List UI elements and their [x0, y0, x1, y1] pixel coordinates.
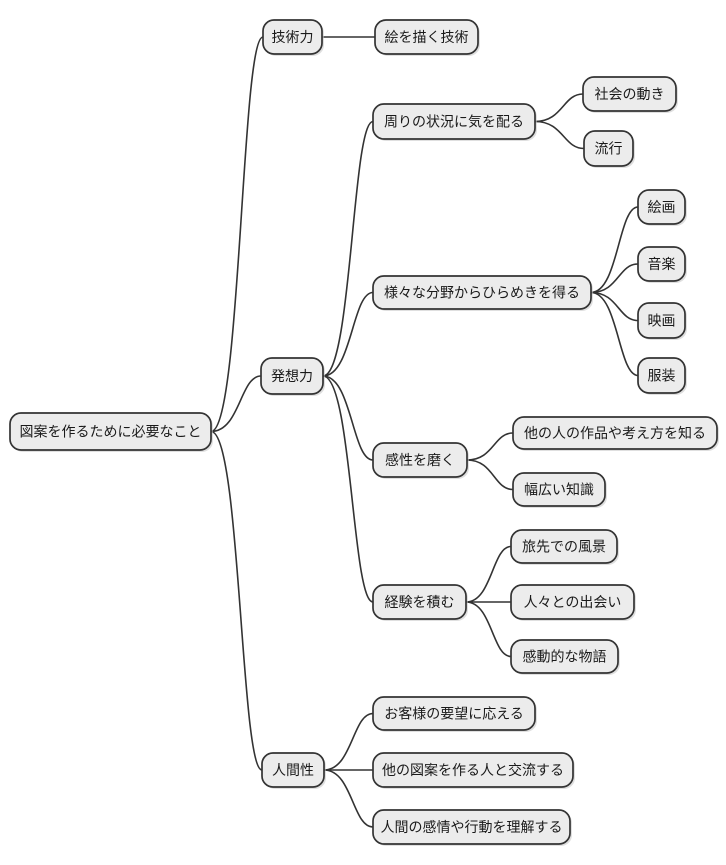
node-label: 感動的な物語: [523, 649, 607, 666]
node-label: 旅先での風景: [522, 540, 606, 556]
node-box: [374, 19, 479, 55]
node-label: 人間性: [272, 763, 314, 779]
mindmap-node-travel_scenery[interactable]: 旅先での風景: [510, 529, 619, 565]
mindmap-node-fashion[interactable]: 服装: [637, 357, 687, 395]
node-box: [510, 529, 618, 564]
node-box: [260, 357, 324, 395]
node-label: 絵を描く技術: [385, 30, 469, 46]
mindmap-node-sensitivity[interactable]: 感性を磨く: [372, 442, 469, 479]
edge-fields-fashion: [590, 291, 639, 377]
mindmap-node-trend[interactable]: 流行: [583, 130, 635, 168]
edge-surroundings-society: [534, 93, 584, 123]
mindmap-node-root[interactable]: 図案を作るために必要なこと: [9, 412, 213, 452]
node-box: [372, 584, 467, 620]
mindmap-node-experience[interactable]: 経験を積む: [372, 584, 468, 621]
edge-humanity-understand_emotions: [323, 769, 374, 828]
edge-experience-travel_scenery: [465, 545, 512, 603]
node-label: 図案を作るために必要なこと: [20, 424, 202, 441]
edge-experience-moving_stories: [465, 601, 512, 658]
node-box: [637, 302, 686, 339]
node-label: 絵画: [648, 200, 676, 216]
edge-fields-painting: [590, 206, 639, 294]
node-box: [372, 696, 536, 731]
mindmap-node-society[interactable]: 社会の動き: [582, 76, 678, 113]
node-label: 他の人の作品や考え方を知る: [524, 425, 706, 442]
node-box: [637, 357, 686, 394]
node-label: 映画: [648, 314, 676, 330]
node-label: 技術力: [272, 30, 314, 46]
node-box: [510, 584, 635, 620]
node-label: 服装: [648, 369, 676, 385]
mindmap-node-customer_requests[interactable]: お客様の要望に応える: [372, 696, 537, 732]
edge-sensitivity-broad_knowledge: [466, 459, 514, 491]
node-box: [512, 472, 606, 507]
edge-root-humanity: [210, 430, 263, 771]
node-label: 周りの状況に気を配る: [384, 115, 524, 131]
mindmap-node-surroundings[interactable]: 周りの状況に気を配る: [372, 103, 537, 141]
node-label: 流行: [595, 142, 623, 158]
mindmap-node-humanity[interactable]: 人間性: [261, 752, 326, 789]
edge-idea-sensitivity: [322, 375, 374, 461]
mindmap-node-fields[interactable]: 様々な分野からひらめきを得る: [372, 275, 593, 311]
node-box: [372, 275, 592, 310]
node-box: [261, 752, 325, 788]
node-box: [262, 19, 323, 55]
node-label: 幅広い知識: [524, 482, 594, 499]
node-box: [372, 442, 468, 478]
edge-fields-movie: [590, 291, 639, 322]
node-box: [512, 416, 718, 450]
node-label: 発想力: [271, 369, 313, 385]
mindmap-node-others_works[interactable]: 他の人の作品や考え方を知る: [512, 416, 719, 451]
edge-root-tech: [210, 36, 264, 433]
node-box: [510, 639, 619, 674]
mindmap-node-drawing_skill[interactable]: 絵を描く技術: [374, 19, 480, 56]
node-box: [9, 412, 212, 451]
node-label: 他の図案を作る人と交流する: [382, 762, 564, 779]
edge-root-idea: [210, 375, 262, 433]
node-label: 経験を積む: [385, 595, 455, 611]
mindmap-node-broad_knowledge[interactable]: 幅広い知識: [512, 472, 607, 508]
node-box: [582, 76, 677, 112]
mindmap-node-exchange_designers[interactable]: 他の図案を作る人と交流する: [372, 752, 575, 789]
edge-idea-experience: [322, 375, 374, 603]
mindmap-node-tech[interactable]: 技術力: [262, 19, 324, 56]
edge-idea-fields: [322, 291, 374, 377]
node-box: [372, 752, 574, 788]
node-box: [637, 246, 686, 282]
node-box: [583, 130, 634, 167]
edge-surroundings-trend: [534, 120, 585, 150]
node-box: [372, 809, 571, 845]
mindmap-node-music[interactable]: 音楽: [637, 246, 687, 283]
node-label: 音楽: [648, 256, 676, 273]
node-label: お客様の要望に応える: [384, 706, 524, 723]
node-label: 感性を磨く: [385, 452, 455, 469]
edge-fields-music: [590, 263, 639, 294]
mindmap-node-idea[interactable]: 発想力: [260, 357, 325, 396]
node-label: 様々な分野からひらめきを得る: [384, 285, 580, 302]
mindmap-node-encounters[interactable]: 人々との出会い: [510, 584, 636, 621]
node-box: [637, 189, 686, 225]
edge-humanity-customer_requests: [323, 712, 374, 771]
node-label: 社会の動き: [595, 87, 665, 103]
edge-idea-surroundings: [322, 120, 374, 377]
mindmap-node-movie[interactable]: 映画: [637, 302, 687, 340]
node-label: 人々との出会い: [524, 595, 622, 611]
mindmap-node-painting[interactable]: 絵画: [637, 189, 687, 226]
node-label: 人間の感情や行動を理解する: [381, 819, 563, 836]
node-box: [372, 103, 536, 140]
edge-sensitivity-others_works: [466, 432, 514, 461]
mindmap-node-understand_emotions[interactable]: 人間の感情や行動を理解する: [372, 809, 572, 846]
mindmap-node-moving_stories[interactable]: 感動的な物語: [510, 639, 620, 675]
